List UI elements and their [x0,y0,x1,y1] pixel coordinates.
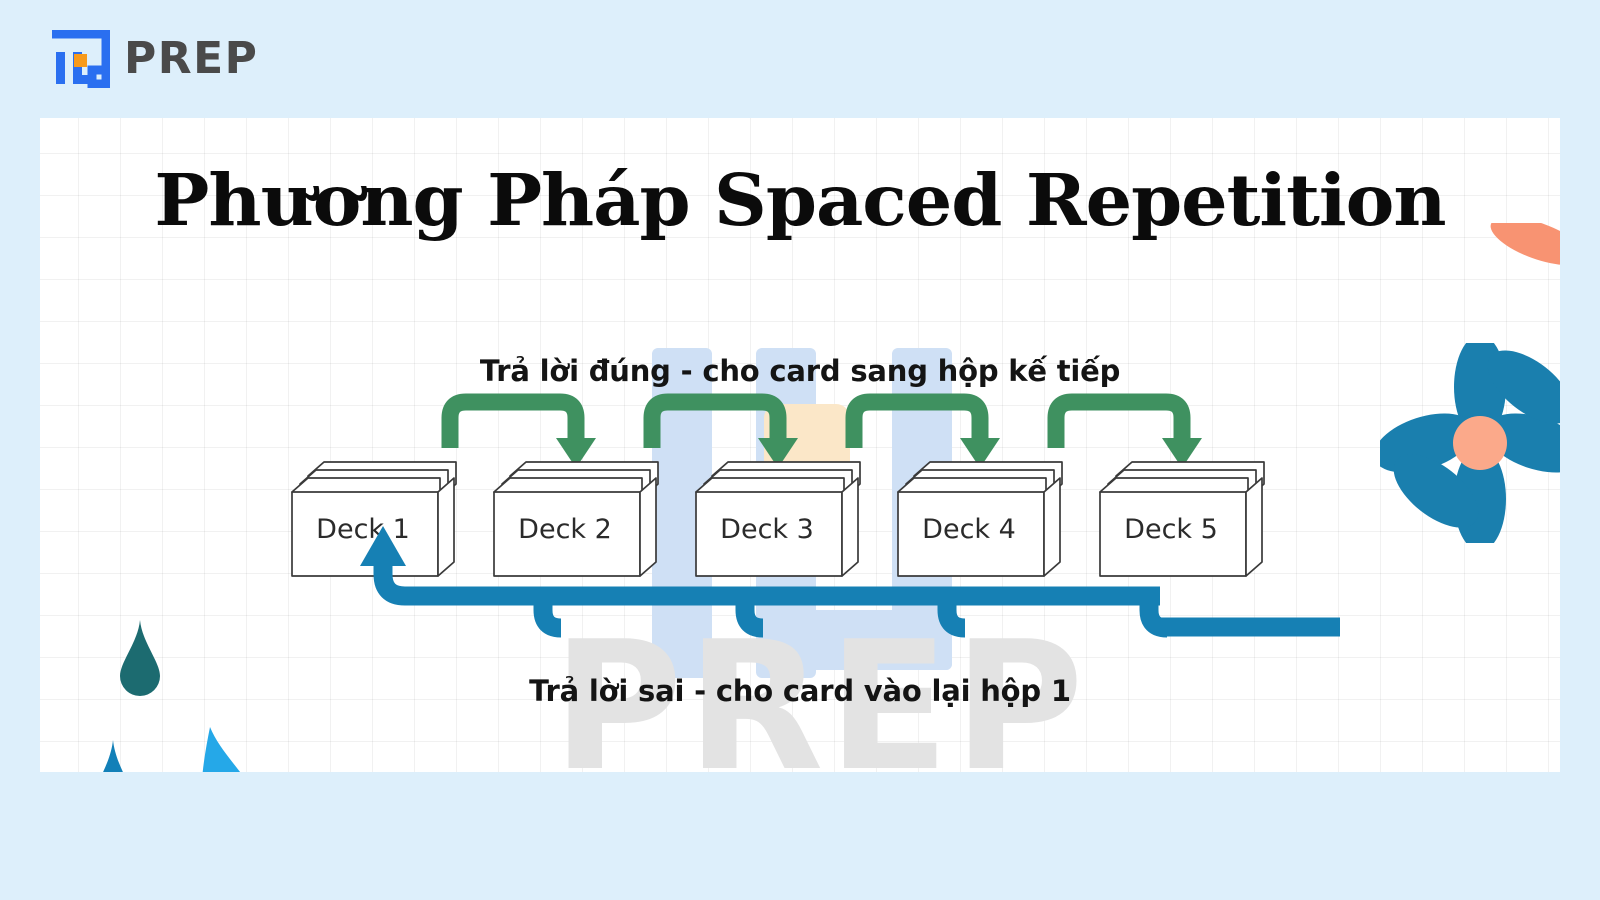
brand-name: PREP [124,33,259,84]
infographic-card: PREP [40,118,1560,772]
deck-box[interactable]: Deck 1 [288,450,468,580]
return-arrow-group [360,526,1340,638]
forward-arrow-icon [643,393,787,448]
prep-logo-icon [52,30,110,88]
forward-arrow-icon [441,393,585,448]
return-arrow-head [360,526,406,566]
caption-wrong-answer: Trả lời sai - cho card vào lại hộp 1 [529,674,1071,708]
brand-header: PREP [0,0,1600,118]
return-arrow-icon [373,558,1160,606]
deck-box[interactable]: Deck 2 [490,450,670,580]
page-title: Phương Pháp Spaced Repetition [154,158,1446,242]
caption-correct-answer: Trả lời đúng - cho card sang hộp kế tiếp [479,354,1121,388]
deck-label: Deck 5 [1124,514,1218,545]
return-arrow-stub [533,588,562,638]
deck-box[interactable]: Deck 3 [692,450,872,580]
deck-label: Deck 2 [518,514,612,545]
deck-label: Deck 4 [922,514,1016,545]
deck-label: Deck 3 [720,514,814,545]
return-arrow-stub [735,588,764,638]
deck-box[interactable]: Deck 5 [1096,450,1276,580]
deck-box[interactable]: Deck 4 [894,450,1074,580]
return-arrow-stub [937,588,966,638]
forward-arrow-icon [845,393,989,448]
forward-arrow-group [441,393,1202,468]
spaced-repetition-diagram: Deck 1 Deck 2 [40,118,1560,772]
deck-row: Deck 1 Deck 2 [288,450,1328,580]
deck-label: Deck 1 [316,514,410,545]
forward-arrow-icon [1047,393,1191,448]
